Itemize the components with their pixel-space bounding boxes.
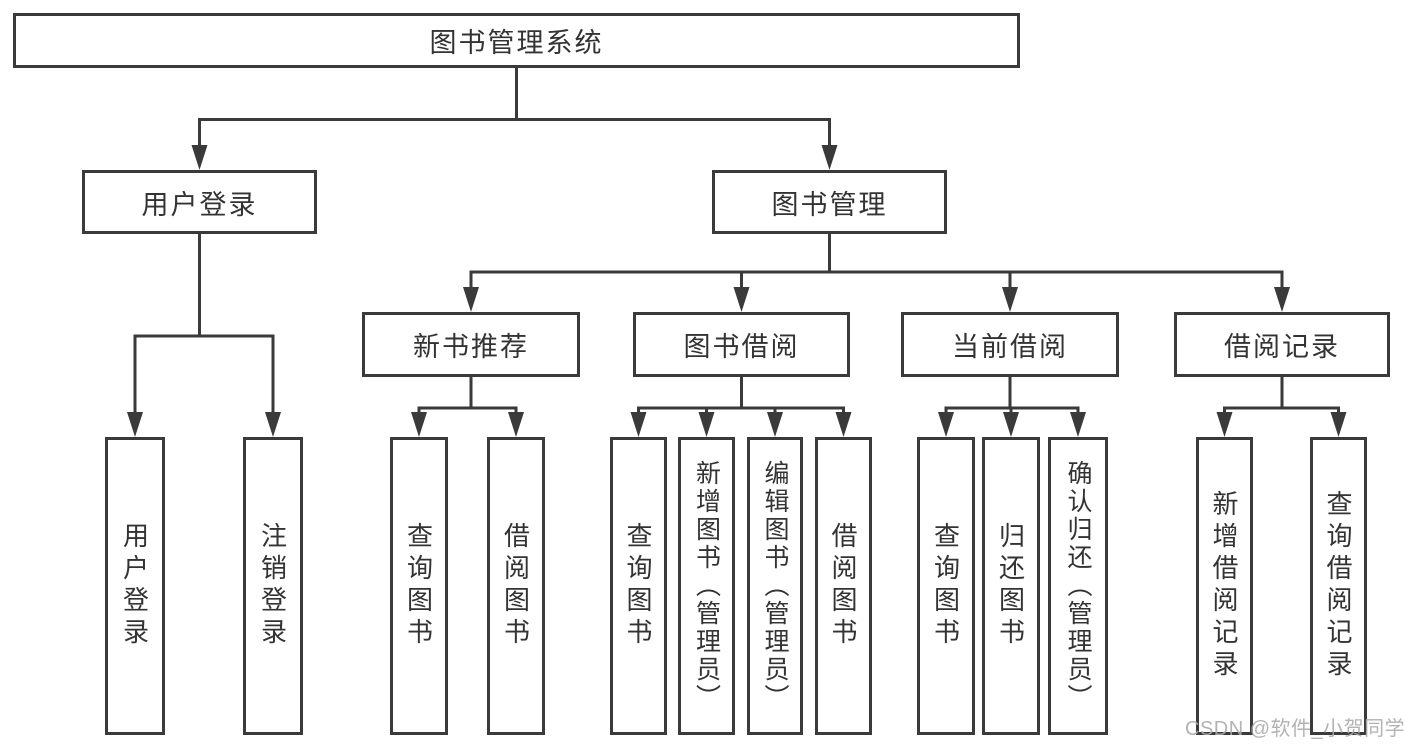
node-label: 查询借阅记录	[1323, 490, 1353, 682]
node-rec-borrow-books: 借阅图书	[487, 437, 545, 735]
node-label: 确认归还（管理员）	[1064, 460, 1092, 712]
node-borrow-borrow-books: 借阅图书	[815, 437, 872, 735]
connector-lines	[133, 67, 1340, 414]
node-label: 新增图书（管理员）	[692, 460, 721, 712]
node-label: 用户登录	[141, 189, 258, 220]
node-records-query-borrow-record: 查询借阅记录	[1310, 437, 1367, 735]
node-current-query-books: 查询图书	[917, 437, 975, 735]
node-book-management-branch: 图书管理	[712, 170, 947, 234]
node-label: 当前借阅	[952, 332, 1068, 362]
node-borrow-add-books-admin: 新增图书（管理员）	[678, 437, 735, 735]
node-label: 查询图书	[403, 522, 434, 650]
node-label: 查询图书	[623, 522, 653, 650]
node-label: 图书管理系统	[429, 28, 604, 58]
node-current-borrowing: 当前借阅	[901, 312, 1119, 377]
node-user-login-branch: 用户登录	[82, 170, 317, 234]
node-user-login: 用户登录	[105, 437, 165, 735]
node-label: 借阅图书	[500, 522, 531, 650]
csdn-watermark: CSDN @软件_小贺同学	[1185, 718, 1405, 740]
node-current-return-books: 归还图书	[982, 437, 1040, 735]
node-book-borrowing: 图书借阅	[633, 312, 850, 377]
node-label: 查询图书	[930, 522, 961, 650]
node-new-book-recommendation: 新书推荐	[362, 312, 580, 377]
node-borrowing-records: 借阅记录	[1174, 312, 1390, 377]
node-borrow-query-books: 查询图书	[610, 437, 667, 735]
node-logout-login: 注销登录	[243, 437, 303, 735]
node-label: 借阅图书	[828, 522, 858, 650]
node-label: 编辑图书（管理员）	[761, 460, 789, 712]
node-current-confirm-return-admin: 确认归还（管理员）	[1048, 437, 1108, 735]
node-label: 注销登录	[257, 522, 288, 650]
arrowhead-icons	[127, 145, 1347, 437]
node-label: 用户登录	[119, 522, 150, 650]
node-records-add-borrow-record: 新增借阅记录	[1196, 437, 1253, 735]
node-library-management-system: 图书管理系统	[13, 13, 1020, 68]
node-label: 图书管理	[771, 189, 888, 220]
node-borrow-edit-books-admin: 编辑图书（管理员）	[747, 437, 803, 735]
node-label: 新增借阅记录	[1209, 490, 1239, 682]
node-label: 图书借阅	[683, 332, 800, 362]
node-label: 借阅记录	[1224, 332, 1340, 362]
node-label: 归还图书	[995, 522, 1026, 650]
node-rec-query-books: 查询图书	[390, 437, 448, 735]
node-label: 新书推荐	[413, 332, 529, 362]
